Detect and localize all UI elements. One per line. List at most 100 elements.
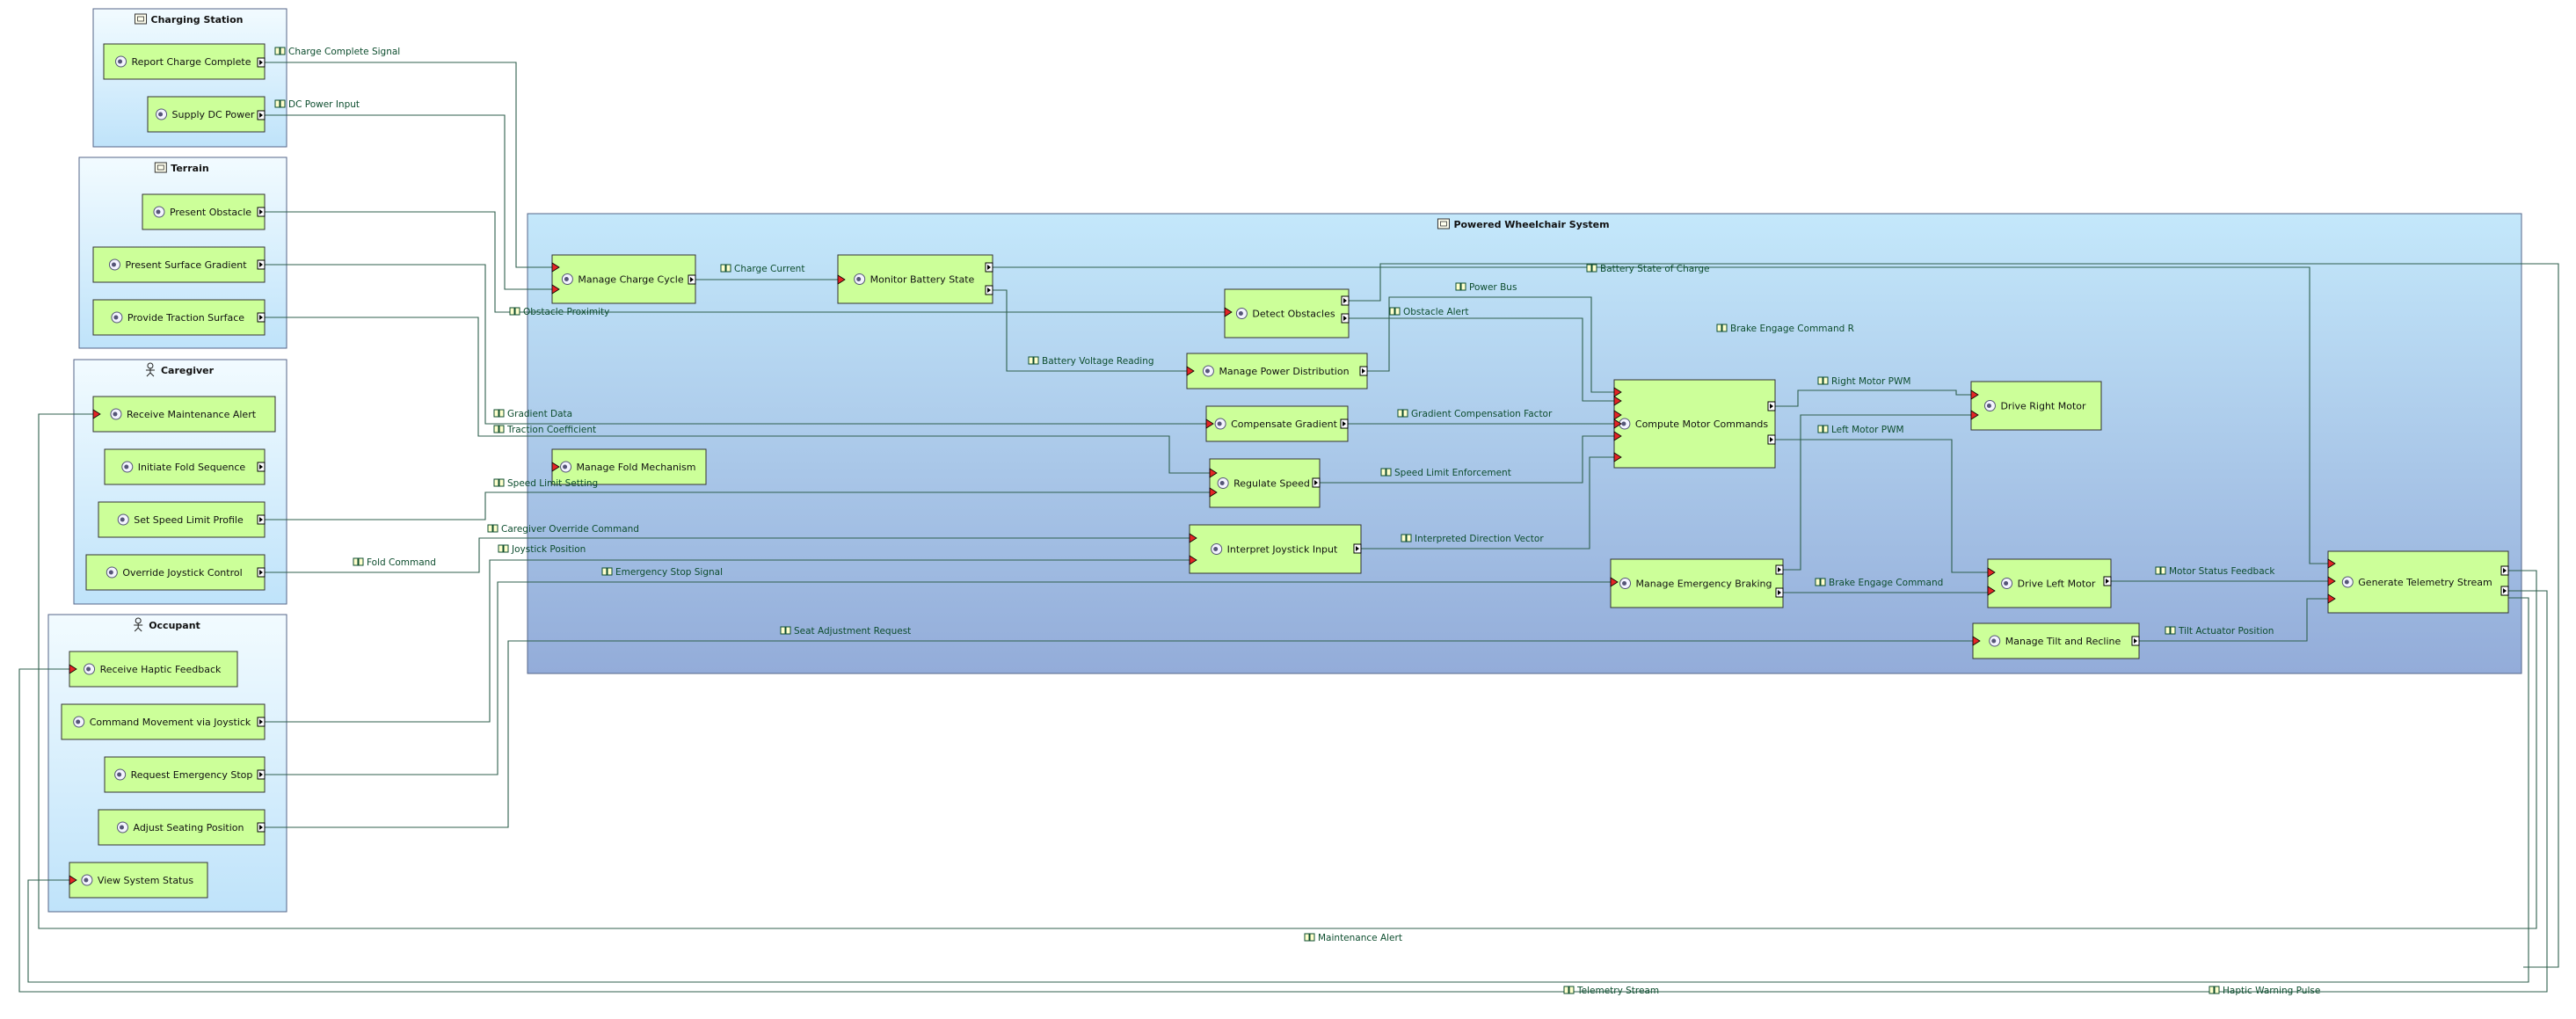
function-rhf[interactable]: Receive Haptic Feedback (69, 651, 238, 688)
input-port[interactable] (837, 274, 846, 285)
flow-item-icon (720, 264, 731, 273)
input-port[interactable] (1610, 577, 1619, 587)
function-pts[interactable]: Provide Traction Surface (92, 299, 266, 336)
input-port[interactable] (1613, 431, 1622, 441)
function-ojc[interactable]: Override Joystick Control (85, 554, 266, 591)
input-port[interactable] (1613, 452, 1622, 462)
flow-label-f24: Seat Adjustment Request (780, 626, 911, 637)
function-box[interactable] (551, 448, 707, 485)
input-port[interactable] (1224, 307, 1233, 317)
function-meb[interactable]: Manage Emergency Braking (1610, 558, 1784, 608)
input-port[interactable] (1972, 636, 1981, 646)
function-box[interactable] (92, 396, 276, 433)
flow-link-f10[interactable] (1775, 389, 1971, 407)
flow-link-f25[interactable] (2139, 598, 2328, 642)
flow-link-f11[interactable] (265, 264, 1206, 425)
flow-link-f16[interactable] (265, 491, 1210, 520)
function-box[interactable] (69, 651, 238, 688)
function-box[interactable] (2327, 550, 2509, 614)
function-box[interactable] (1613, 379, 1776, 469)
input-port[interactable] (1613, 396, 1622, 406)
input-port[interactable] (2327, 558, 2336, 569)
function-drm[interactable]: Drive Right Motor (1970, 381, 2102, 431)
flow-link-f5[interactable] (1349, 263, 2559, 968)
input-port[interactable] (1189, 533, 1197, 543)
function-box[interactable] (104, 756, 266, 793)
input-port[interactable] (69, 664, 77, 674)
flow-item-icon (1817, 425, 1829, 433)
flow-label-text: Battery Voltage Reading (1042, 356, 1154, 367)
flow-link-f18[interactable] (1361, 456, 1614, 550)
function-box[interactable] (1186, 353, 1368, 389)
function-rsp[interactable]: Regulate Speed (1209, 458, 1321, 508)
function-mcc[interactable]: Manage Charge Cycle (551, 254, 696, 304)
function-ifs[interactable]: Initiate Fold Sequence (104, 448, 266, 485)
flow-link-f17[interactable] (265, 537, 1190, 573)
function-mtr[interactable]: Manage Tilt and Recline (1972, 622, 2140, 659)
function-asp[interactable]: Adjust Seating Position (98, 809, 266, 846)
function-box[interactable] (61, 703, 266, 740)
input-port[interactable] (1186, 366, 1195, 376)
input-port[interactable] (1970, 389, 1979, 400)
input-port[interactable] (1209, 468, 1218, 478)
flow-link-f28[interactable] (27, 597, 2529, 983)
input-port[interactable] (1987, 586, 1996, 596)
input-port[interactable] (1205, 419, 1214, 429)
input-port[interactable] (1613, 410, 1622, 420)
flow-link-f8[interactable] (1783, 414, 1971, 571)
function-gts[interactable]: Generate Telemetry Stream (2327, 550, 2509, 614)
function-mfm[interactable]: Manage Fold Mechanism (551, 448, 707, 485)
function-res[interactable]: Request Emergency Stop (104, 756, 266, 793)
function-box[interactable] (103, 43, 266, 80)
flow-link-f21[interactable] (265, 581, 1611, 775)
flow-link-f26[interactable] (38, 413, 2537, 929)
function-cgr[interactable]: Compensate Gradient (1205, 405, 1349, 442)
input-port[interactable] (92, 409, 101, 419)
input-port[interactable] (551, 284, 560, 295)
function-rcc[interactable]: Report Charge Complete (103, 43, 266, 80)
input-port[interactable] (551, 462, 560, 472)
flow-link-f2[interactable] (265, 114, 552, 290)
input-port[interactable] (69, 875, 77, 885)
flow-link-f6[interactable] (265, 211, 1225, 313)
flow-link-f5[interactable] (1367, 296, 1614, 393)
flow-link-f7[interactable] (1349, 317, 1614, 402)
function-dob[interactable]: Detect Obstacles (1224, 288, 1350, 338)
function-box[interactable] (147, 96, 266, 133)
flow-link-f4[interactable] (993, 266, 2328, 564)
function-vss[interactable]: View System Status (69, 862, 208, 899)
input-port[interactable] (1987, 567, 1996, 578)
flow-link-f9[interactable] (993, 289, 1187, 372)
function-label: Regulate Speed (1233, 478, 1310, 490)
flow-link-f13[interactable] (265, 317, 1210, 474)
flow-link-f15[interactable] (1320, 435, 1614, 484)
flow-link-f1[interactable] (265, 62, 552, 268)
function-dlm[interactable]: Drive Left Motor (1987, 558, 2112, 608)
input-port[interactable] (551, 262, 560, 273)
input-port[interactable] (1613, 419, 1622, 429)
function-box[interactable] (1205, 405, 1349, 442)
function-cmj[interactable]: Command Movement via Joystick (61, 703, 266, 740)
flow-link-f19[interactable] (265, 559, 1190, 723)
function-iji[interactable]: Interpret Joystick Input (1189, 524, 1362, 574)
flow-link-f27[interactable] (18, 590, 2548, 993)
function-mpd[interactable]: Manage Power Distribution (1186, 353, 1368, 389)
function-psg[interactable]: Present Surface Gradient (92, 246, 266, 283)
function-cmc[interactable]: Compute Motor Commands (1613, 379, 1776, 469)
input-port[interactable] (1189, 555, 1197, 565)
function-box[interactable] (92, 246, 266, 283)
input-port[interactable] (1970, 410, 1979, 420)
function-box[interactable] (1610, 558, 1784, 608)
function-sdc[interactable]: Supply DC Power (147, 96, 266, 133)
flow-link-f24[interactable] (265, 640, 1973, 828)
input-port[interactable] (1209, 487, 1218, 498)
function-rma[interactable]: Receive Maintenance Alert (92, 396, 276, 433)
function-mbs[interactable]: Monitor Battery State (837, 254, 993, 304)
flow-link-f14[interactable] (1775, 439, 1988, 573)
input-port[interactable] (2327, 593, 2336, 604)
function-pob[interactable]: Present Obstacle (142, 193, 266, 230)
input-port[interactable] (1613, 387, 1622, 397)
function-box[interactable] (551, 254, 696, 304)
function-ssl[interactable]: Set Speed Limit Profile (98, 501, 266, 538)
input-port[interactable] (2327, 576, 2336, 586)
